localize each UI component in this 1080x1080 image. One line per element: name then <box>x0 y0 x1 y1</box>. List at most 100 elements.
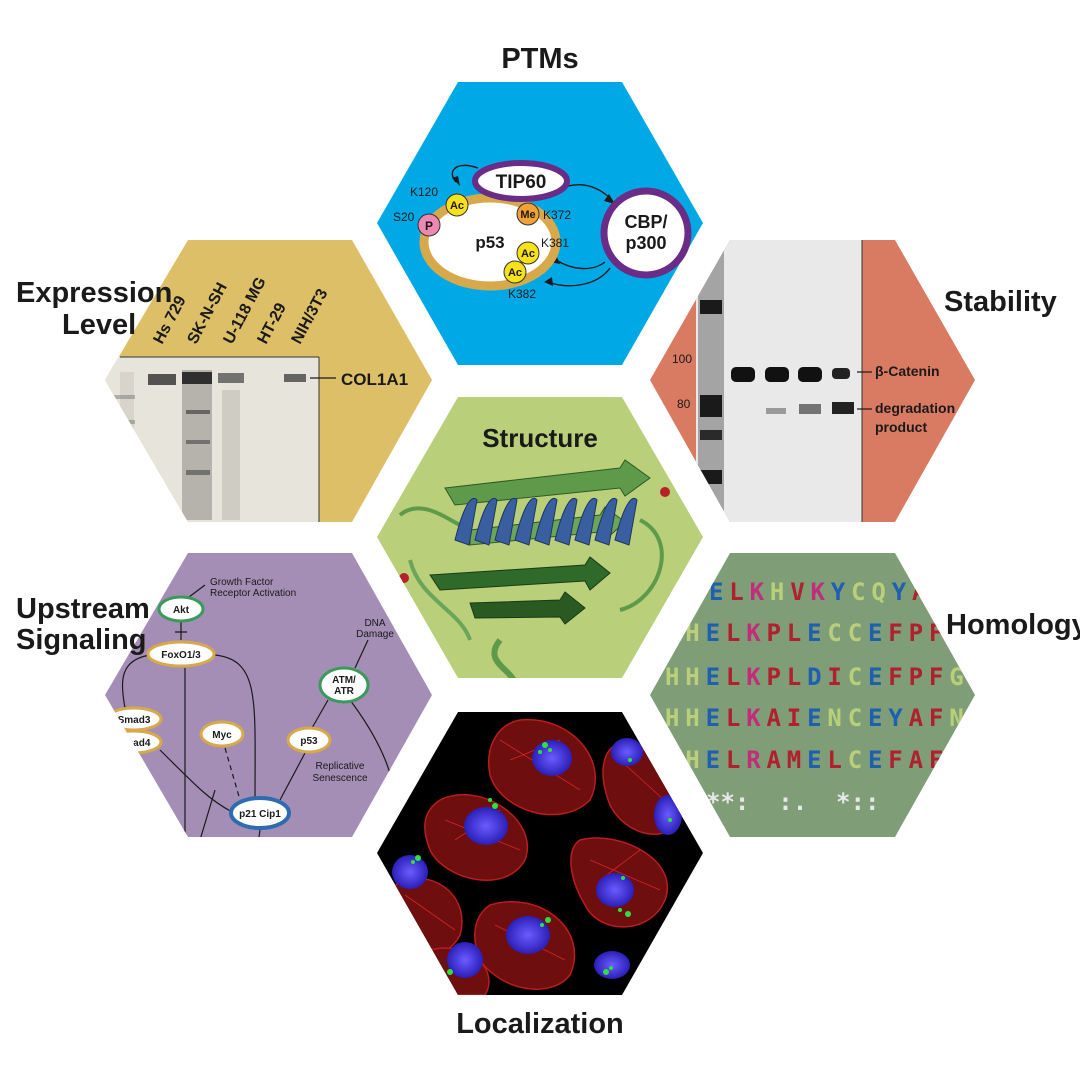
signaling-pathway: Growth Factor Receptor Activation Akt Fo… <box>105 577 401 837</box>
residue: D <box>807 663 821 691</box>
k382-label: K382 <box>508 287 536 301</box>
residue: E <box>868 746 882 774</box>
helix-turn <box>534 498 558 546</box>
ptms-title: PTMs <box>501 43 578 75</box>
residue: E <box>706 704 720 732</box>
residue: H <box>665 619 679 647</box>
k372-label: K372 <box>543 208 571 222</box>
p-badge-s20: P <box>425 219 433 233</box>
residue: F <box>929 746 943 774</box>
helix-turn <box>574 498 598 546</box>
residue: L <box>787 619 801 647</box>
residue: L <box>726 663 740 691</box>
residue: Y <box>892 578 907 606</box>
residue: F <box>888 619 902 647</box>
residue: Y <box>831 578 846 606</box>
residue: E <box>868 704 882 732</box>
residue: P <box>909 663 923 691</box>
homology-hexagon <box>650 553 975 837</box>
akt-node: Akt <box>173 605 190 616</box>
residue: A <box>767 746 782 774</box>
residue: L <box>726 746 740 774</box>
k120-label: K120 <box>410 185 438 199</box>
stability-panel: 100 80 β-Catenin degradation product <box>650 240 975 522</box>
residue: I <box>827 663 841 691</box>
residue: M <box>787 746 801 774</box>
residue: F <box>888 746 902 774</box>
residue: H <box>665 663 679 691</box>
residue: N <box>949 704 963 732</box>
residue: K <box>750 578 765 606</box>
residue: E <box>807 619 821 647</box>
helix-turn <box>594 498 618 546</box>
residue: C <box>848 704 862 732</box>
growth-factor-label: Growth Factor <box>210 577 274 588</box>
receptor-activation-label: Receptor Activation <box>210 588 296 599</box>
p21-node: p21 Cip1 <box>239 809 281 820</box>
residue: C <box>848 663 862 691</box>
expression-title: Expression <box>16 277 172 309</box>
residue: H <box>770 578 784 606</box>
residue: H <box>665 704 679 732</box>
residue: E <box>868 619 882 647</box>
residue: K <box>811 578 826 606</box>
residue: L <box>827 746 841 774</box>
residue: V <box>790 578 804 606</box>
residue: F <box>929 704 943 732</box>
senescence-label: Senescence <box>312 773 367 784</box>
p53-node: p53 <box>300 736 318 747</box>
me-badge-k372: Me <box>520 209 535 221</box>
residue: A <box>912 578 927 606</box>
helix-turn <box>614 498 638 546</box>
tip60-protein <box>472 160 570 202</box>
helix-turn <box>494 498 518 546</box>
myc-node: Myc <box>212 730 232 741</box>
localization-panel <box>377 712 703 995</box>
residue: C <box>851 578 865 606</box>
structure-title: Structure <box>482 423 598 453</box>
smad4-node: Smad4 <box>118 738 151 749</box>
residue: K <box>746 704 761 732</box>
residue: H <box>685 619 699 647</box>
signaling-title: Signaling <box>16 624 147 656</box>
homology-title: Homology <box>946 609 1080 641</box>
dna-label: DNA <box>364 618 385 629</box>
residue: H <box>685 704 699 732</box>
residue: P <box>767 663 781 691</box>
atr-node: ATR <box>334 686 355 697</box>
smad3-node: Smad3 <box>118 715 151 726</box>
residue: E <box>706 663 720 691</box>
residue: C <box>827 619 841 647</box>
ac-badge-k381: Ac <box>521 248 535 260</box>
beta-catenin-label: β-Catenin <box>875 363 940 379</box>
residue: P <box>767 619 781 647</box>
conservation-line: **: :. *:: <box>706 788 879 816</box>
degradation-label: degradation <box>875 400 955 416</box>
residue: F <box>929 663 943 691</box>
residue: H <box>665 746 679 774</box>
residue: Q <box>871 578 885 606</box>
s20-label: S20 <box>393 210 415 224</box>
col1a1-label: COL1A1 <box>341 370 408 389</box>
residue: N <box>827 704 841 732</box>
residue: E <box>709 578 723 606</box>
residue: E <box>706 746 720 774</box>
cbp-label: CBP/ <box>624 212 667 232</box>
alpha-helix <box>454 498 638 546</box>
residue: R <box>746 746 761 774</box>
residue: C <box>848 619 862 647</box>
residue: Y <box>888 704 903 732</box>
fluorescence-micrograph <box>390 718 683 995</box>
residue: A <box>909 704 924 732</box>
residue: P <box>909 619 923 647</box>
structure-panel <box>377 397 703 678</box>
product-label: product <box>875 419 927 435</box>
mw-100-label: 100 <box>672 352 692 366</box>
residue: F <box>929 619 943 647</box>
residue: L <box>726 619 740 647</box>
upstream-title: Upstream <box>16 593 150 625</box>
helix-turn <box>454 498 478 546</box>
